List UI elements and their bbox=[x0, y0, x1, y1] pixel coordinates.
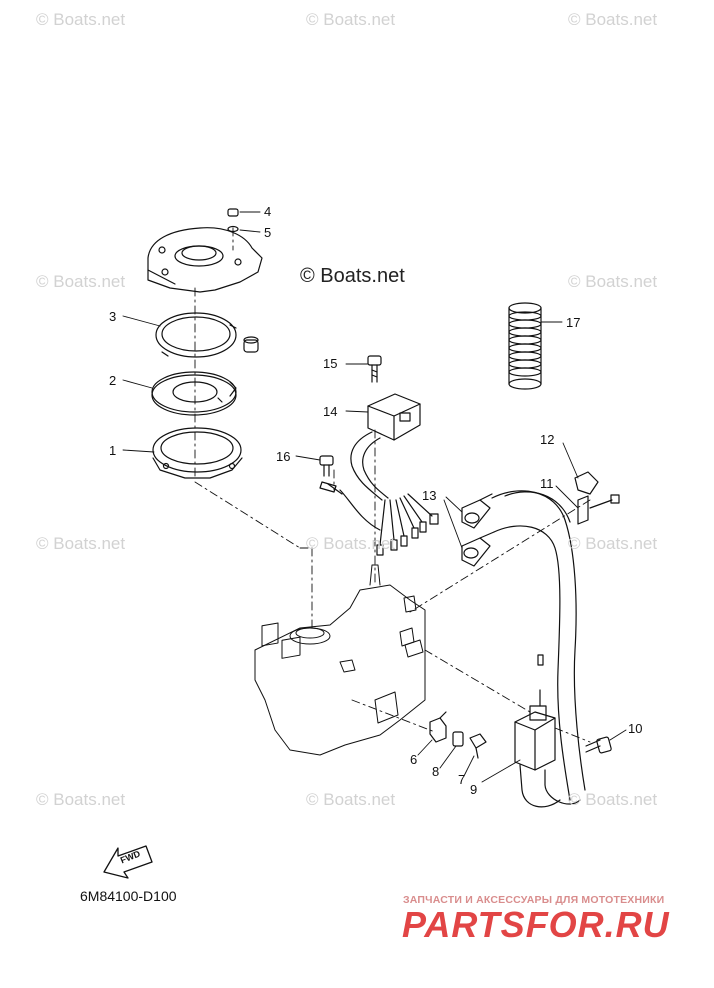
guide-lines bbox=[194, 227, 591, 743]
watermark: © Boats.net bbox=[36, 10, 126, 29]
bolt-part-16 bbox=[319, 455, 337, 493]
watermark: © Boats.net bbox=[306, 534, 396, 553]
watermark: © Boats.net bbox=[568, 272, 658, 291]
callout-6: 6 bbox=[410, 752, 418, 767]
plate-part-1 bbox=[152, 427, 243, 479]
callout-3: 3 bbox=[109, 309, 117, 324]
small-collar bbox=[243, 336, 259, 353]
callout-5: 5 bbox=[264, 225, 272, 240]
watermark: © Boats.net bbox=[568, 534, 658, 553]
diagram-code: 6M84100-D100 bbox=[80, 888, 177, 904]
watermark: © Boats.net bbox=[36, 272, 126, 291]
brand-tagline: ЗАПЧАСТИ И АКСЕССУАРЫ ДЛЯ МОТОТЕХНИКИ bbox=[403, 894, 665, 906]
brand-logo: PARTSFOR.RU bbox=[402, 904, 670, 945]
plug-caps-part-13 bbox=[461, 493, 495, 567]
watermark: © Boats.net bbox=[36, 790, 126, 809]
callout-12: 12 bbox=[540, 432, 555, 447]
ring-part-3 bbox=[155, 312, 237, 358]
bolt-part-15 bbox=[367, 355, 382, 383]
fwd-arrow-icon bbox=[103, 845, 153, 879]
screw-washer-group bbox=[227, 208, 239, 233]
ignition-coil-part-9 bbox=[514, 654, 581, 808]
callout-7: 7 bbox=[458, 772, 466, 787]
callout-17: 17 bbox=[566, 315, 581, 330]
callout-4: 4 bbox=[264, 204, 272, 219]
callout-8: 8 bbox=[432, 764, 440, 779]
stator-cover bbox=[147, 227, 263, 293]
watermark: © Boats.net bbox=[568, 10, 658, 29]
callout-16: 16 bbox=[276, 449, 291, 464]
plate-part-2 bbox=[151, 371, 237, 416]
watermark: © Boats.net bbox=[306, 790, 396, 809]
callout-15: 15 bbox=[323, 356, 338, 371]
clamp-part-11-12 bbox=[574, 471, 620, 525]
small-parts-6-7-8 bbox=[429, 711, 487, 759]
callout-2: 2 bbox=[109, 373, 117, 388]
high-tension-leads bbox=[491, 490, 586, 801]
watermark: © Boats.net bbox=[36, 534, 126, 553]
callout-13: 13 bbox=[422, 488, 437, 503]
callout-11: 11 bbox=[540, 476, 554, 491]
callout-9: 9 bbox=[470, 782, 478, 797]
callout-14: 14 bbox=[323, 404, 338, 419]
watermark: © Boats.net bbox=[306, 10, 396, 29]
bolt-part-10 bbox=[585, 736, 612, 754]
watermark: © Boats.net bbox=[568, 790, 658, 809]
callout-10: 10 bbox=[628, 721, 643, 736]
leader-lines bbox=[122, 211, 627, 783]
callout-1: 1 bbox=[109, 443, 117, 458]
cdi-unit-part-14 bbox=[327, 393, 439, 556]
main-watermark: © Boats.net bbox=[300, 265, 405, 287]
engine-block bbox=[254, 564, 426, 756]
bellows-part-17 bbox=[508, 302, 542, 390]
